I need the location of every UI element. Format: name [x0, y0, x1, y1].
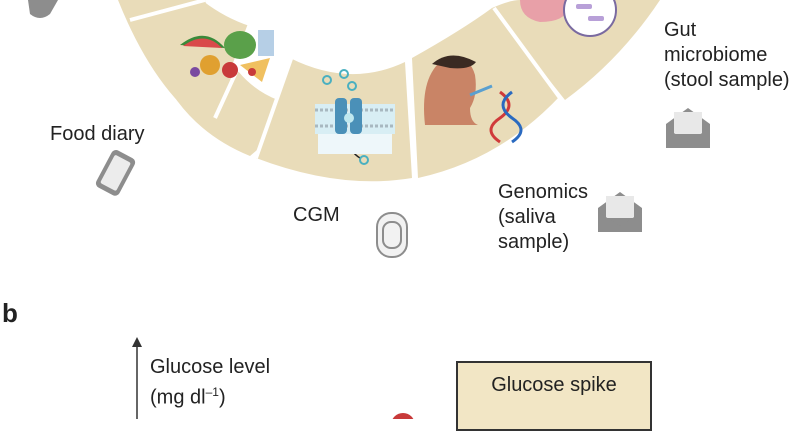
glucose-spike-label: Glucose spike	[491, 373, 617, 396]
food-illustration	[180, 30, 274, 82]
cgm-sensor-icon	[376, 212, 408, 258]
envelope-icon-genomics	[598, 192, 642, 232]
glucose-point	[392, 413, 414, 419]
glucose-axis	[132, 337, 142, 419]
panel-a-diagram	[28, 0, 710, 419]
ring-segment-gut	[492, 0, 660, 100]
y-axis-label: Glucose level (mg dl–1)	[150, 356, 271, 409]
gut-illustration	[520, 0, 617, 37]
cgm-illustration	[315, 69, 395, 165]
envelope-icon-gut	[666, 108, 710, 148]
glucose-spike-box: Glucose spike	[456, 361, 652, 431]
panel-b-letter: b	[2, 298, 18, 328]
food-diary-label: Food diary	[50, 123, 145, 145]
cgm-label: CGM	[293, 204, 340, 226]
gut-microbiome-label: Gut microbiome (stool sample)	[664, 19, 790, 91]
genomics-label: Genomics (saliva sample)	[498, 181, 589, 253]
phone-icon	[95, 150, 136, 196]
phone-icon-top	[28, 0, 58, 18]
genomics-illustration	[424, 55, 523, 144]
